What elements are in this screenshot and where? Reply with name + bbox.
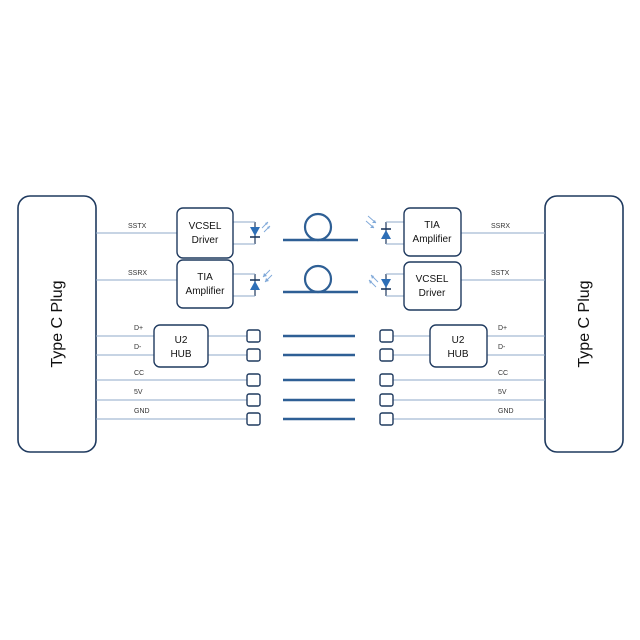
left-connector-pads bbox=[246, 329, 261, 426]
right-vcsel-diode-icon bbox=[368, 273, 391, 297]
left-pad-dplus bbox=[246, 329, 261, 343]
svg-text:TIA: TIA bbox=[197, 272, 213, 283]
right-sstx-label: SSTX bbox=[491, 270, 510, 277]
svg-text:HUB: HUB bbox=[447, 349, 468, 360]
right-5v-label: 5V bbox=[498, 389, 507, 396]
right-pad-5v bbox=[379, 393, 394, 407]
left-vcsel-diode-icon bbox=[250, 221, 271, 245]
left-pad-dminus bbox=[246, 348, 261, 362]
left-plug: Type C Plug bbox=[17, 195, 97, 453]
right-plug-label: Type C Plug bbox=[576, 280, 593, 367]
right-pad-dplus bbox=[379, 329, 394, 343]
left-sstx-label: SSTX bbox=[128, 223, 147, 230]
left-ssrx-label: SSRX bbox=[128, 270, 147, 277]
left-cc-label: CC bbox=[134, 370, 144, 377]
right-dminus-label: D- bbox=[498, 344, 506, 351]
left-dminus-label: D- bbox=[134, 344, 142, 351]
svg-text:Amplifier: Amplifier bbox=[186, 286, 226, 297]
svg-text:Driver: Driver bbox=[192, 235, 219, 246]
left-u2-hub-box: U2 HUB bbox=[153, 324, 209, 368]
right-cc-label: CC bbox=[498, 370, 508, 377]
left-5v-label: 5V bbox=[134, 389, 143, 396]
right-photodiode-icon bbox=[365, 215, 391, 245]
right-pad-gnd bbox=[379, 412, 394, 426]
left-pad-gnd bbox=[246, 412, 261, 426]
left-dplus-label: D+ bbox=[134, 325, 143, 332]
right-connector-pads bbox=[379, 329, 394, 426]
right-tia-amplifier-box: TIA Amplifier bbox=[403, 207, 462, 257]
svg-text:U2: U2 bbox=[452, 335, 465, 346]
upper-optical-fiber bbox=[283, 212, 358, 242]
svg-text:Amplifier: Amplifier bbox=[413, 234, 453, 245]
left-plug-label: Type C Plug bbox=[49, 280, 66, 367]
svg-text:U2: U2 bbox=[175, 335, 188, 346]
left-gnd-label: GND bbox=[134, 408, 150, 415]
right-pad-cc bbox=[379, 373, 394, 387]
copper-conductors bbox=[283, 334, 355, 421]
right-dplus-label: D+ bbox=[498, 325, 507, 332]
right-plug: Type C Plug bbox=[544, 195, 624, 453]
svg-text:VCSEL: VCSEL bbox=[189, 221, 222, 232]
right-pad-dminus bbox=[379, 348, 394, 362]
right-u2-hub-box: U2 HUB bbox=[429, 324, 488, 368]
right-wires bbox=[390, 221, 545, 420]
lower-optical-fiber bbox=[283, 264, 358, 294]
left-pad-cc bbox=[246, 373, 261, 387]
svg-text:Driver: Driver bbox=[419, 288, 446, 299]
left-tia-amplifier-box: TIA Amplifier bbox=[176, 259, 234, 309]
right-gnd-label: GND bbox=[498, 408, 514, 415]
left-photodiode-icon bbox=[250, 269, 273, 297]
right-ssrx-label: SSRX bbox=[491, 223, 510, 230]
left-vcsel-driver-box: VCSEL Driver bbox=[176, 207, 234, 259]
svg-text:TIA: TIA bbox=[424, 220, 440, 231]
right-vcsel-driver-box: VCSEL Driver bbox=[403, 261, 462, 311]
left-pad-5v bbox=[246, 393, 261, 407]
left-wires bbox=[96, 221, 250, 420]
svg-text:HUB: HUB bbox=[170, 349, 191, 360]
svg-text:VCSEL: VCSEL bbox=[416, 274, 449, 285]
